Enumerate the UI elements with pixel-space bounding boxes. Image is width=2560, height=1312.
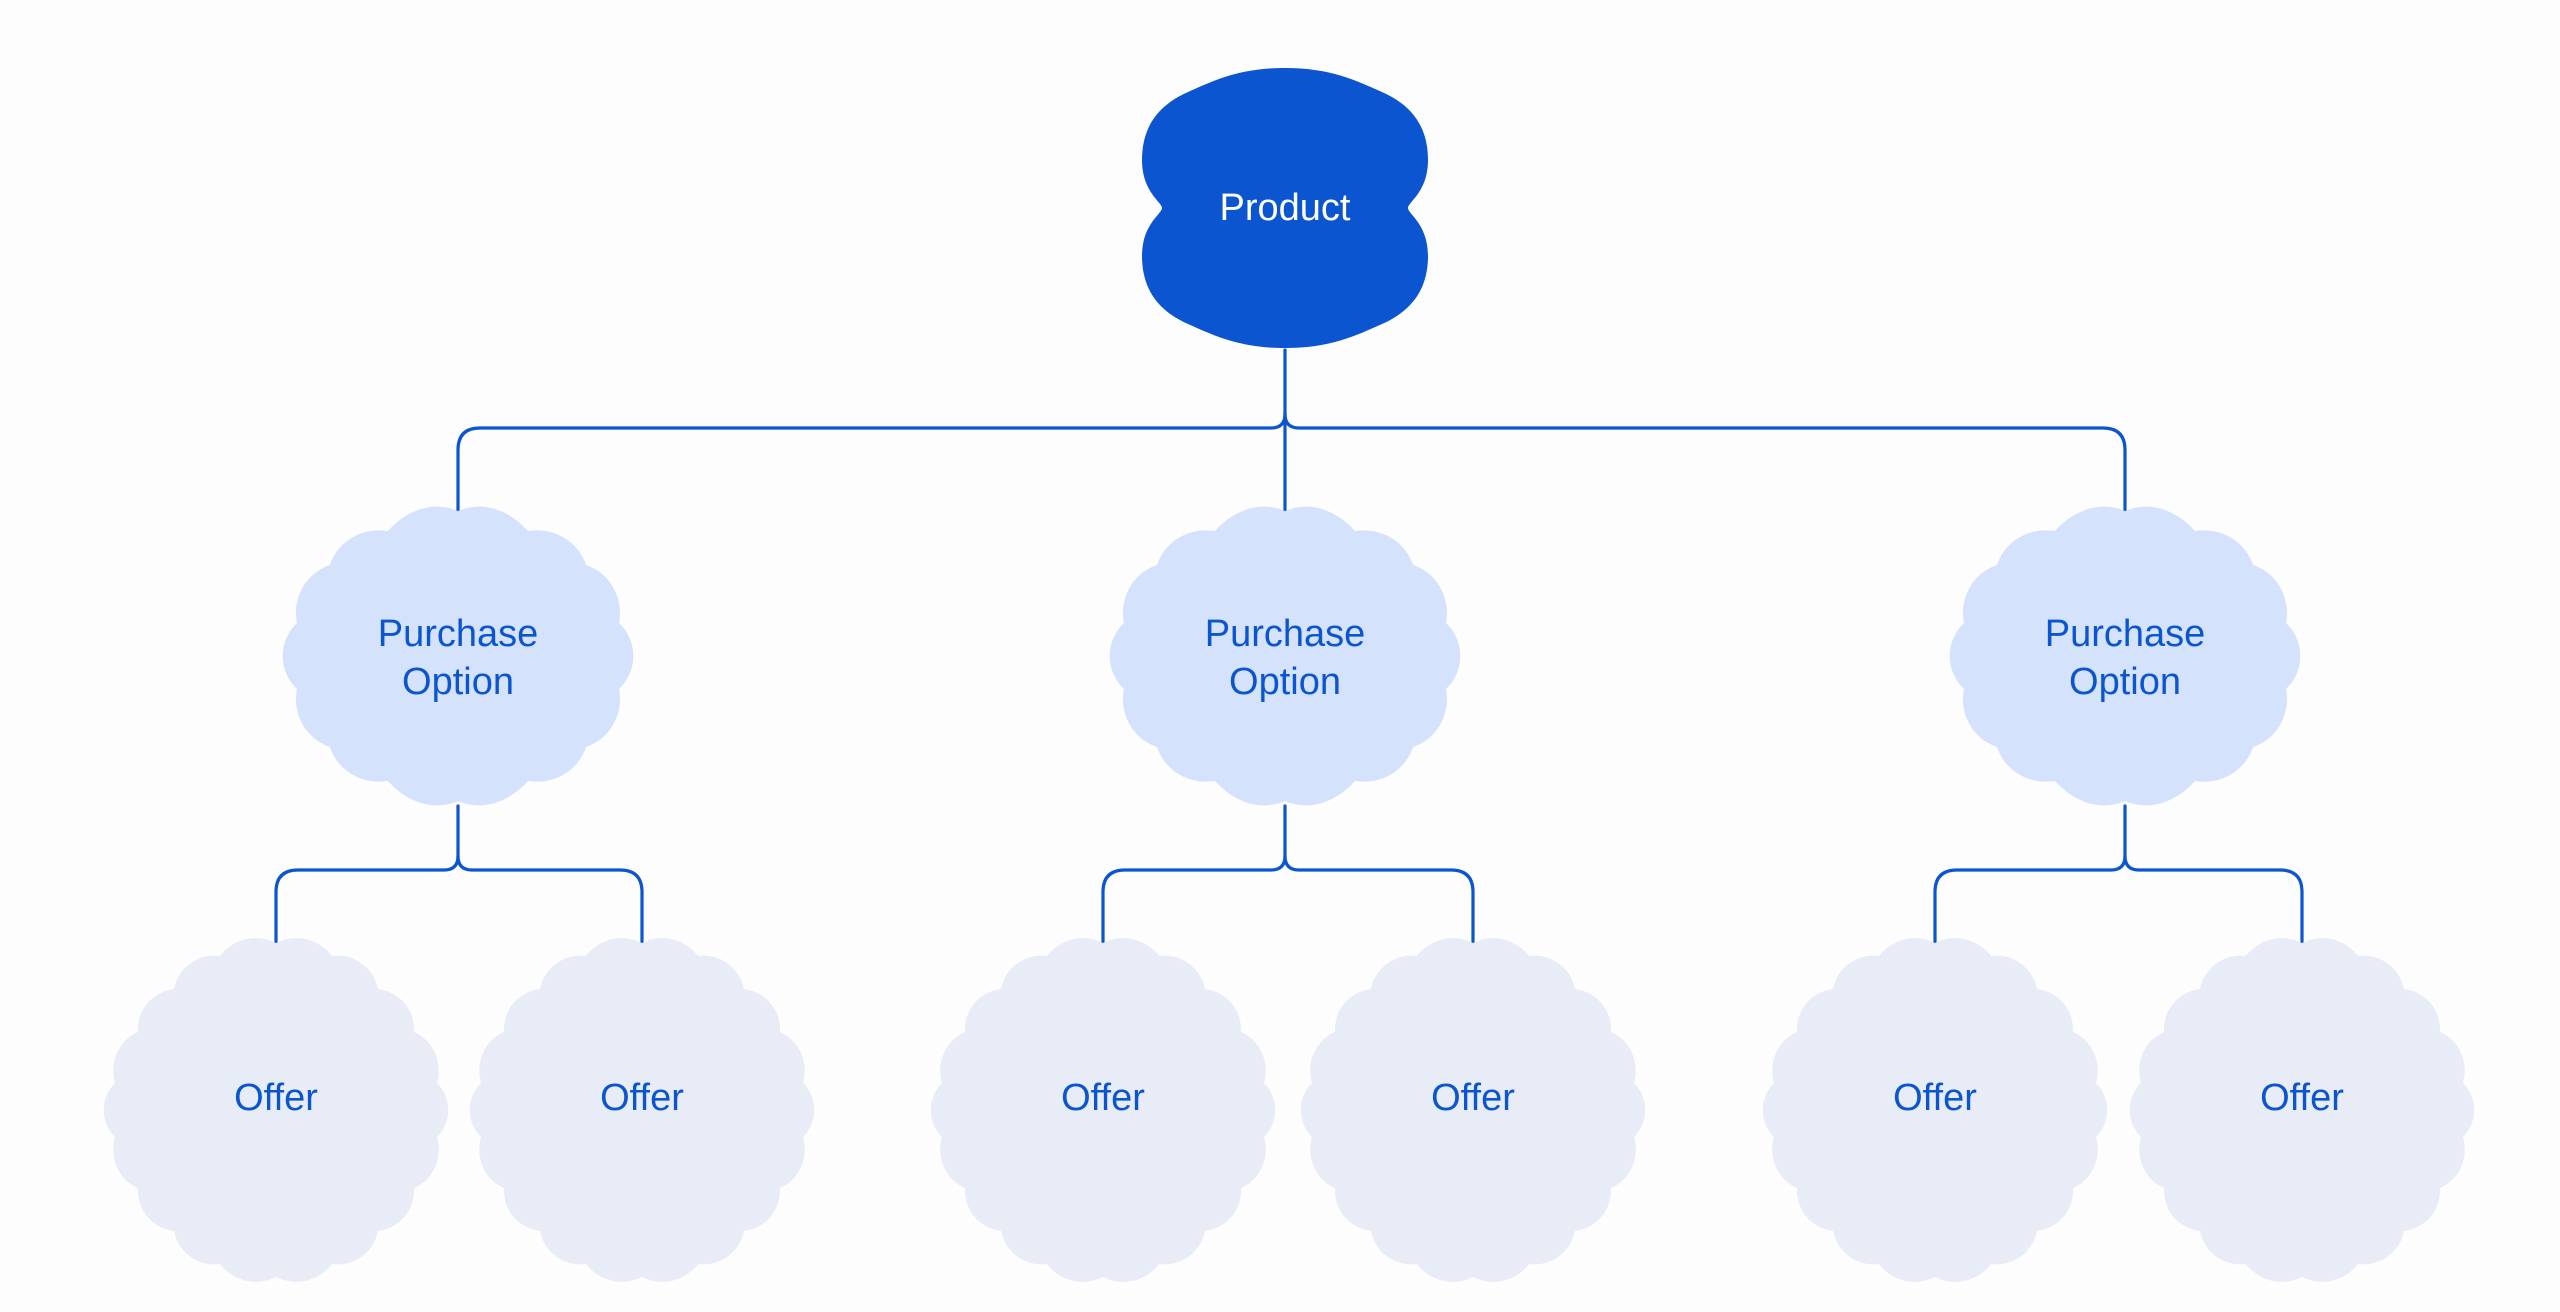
option-blob-shape [1109, 506, 1461, 806]
node-offer-5[interactable]: Offer [1762, 938, 2108, 1282]
node-option-2[interactable]: Purchase Option [1109, 506, 1461, 806]
connector-option-1-to-offer-2 [456, 854, 644, 947]
offer-blob-shape [930, 938, 1276, 1282]
connector-option-3-to-offer-5 [1933, 854, 2127, 947]
connector-option-2-to-offer-4 [1283, 854, 1475, 947]
node-offer-4[interactable]: Offer [1300, 938, 1646, 1282]
product-blob-shape [1142, 68, 1428, 348]
node-option-3[interactable]: Purchase Option [1949, 506, 2301, 806]
offer-blob-shape [2129, 938, 2475, 1282]
connector-product-to-option-1 [456, 412, 1287, 514]
node-offer-1[interactable]: Offer [103, 938, 449, 1282]
option-blob-shape [282, 506, 634, 806]
offer-blob-shape [103, 938, 449, 1282]
option-blob-shape [1949, 506, 2301, 806]
offer-blob-shape [1300, 938, 1646, 1282]
offer-blob-shape [1762, 938, 2108, 1282]
connector-option-2-to-offer-3 [1101, 854, 1287, 947]
connector-product-to-option-3 [1283, 412, 2127, 514]
node-offer-2[interactable]: Offer [469, 938, 815, 1282]
node-offer-6[interactable]: Offer [2129, 938, 2475, 1282]
node-option-1[interactable]: Purchase Option [282, 506, 634, 806]
connector-layer [274, 348, 2304, 947]
connector-option-1-to-offer-1 [274, 854, 460, 947]
offer-blob-shape [469, 938, 815, 1282]
node-product-1[interactable]: Product [1142, 68, 1428, 348]
node-offer-3[interactable]: Offer [930, 938, 1276, 1282]
connector-option-3-to-offer-6 [2123, 854, 2304, 947]
